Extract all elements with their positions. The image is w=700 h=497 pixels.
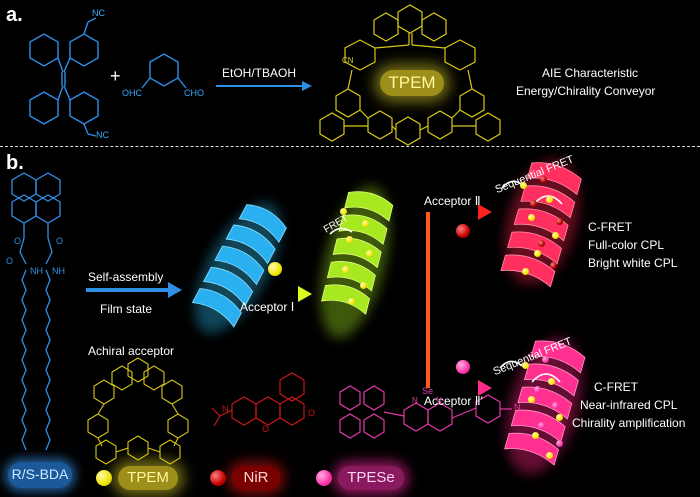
blue-helix [191,202,287,334]
pink-helix-pink-dot [538,422,545,429]
red-helix-yellow-dot [520,182,527,189]
tpem-macrocycle-structure [319,4,501,146]
green-helix-dot [360,282,367,289]
reaction-conditions: EtOH/TBAOH [222,66,297,80]
cho-label: CHO [184,88,204,98]
bda-o-label-right: O [56,236,64,246]
pink-helix-pink-dot [556,440,563,447]
top-bright-white-cpl-label: Bright white CPL [588,256,678,270]
green-helix-dot [342,266,349,273]
acceptor-1-arrow [238,286,312,302]
nir-structure [211,372,305,427]
tpese-n1-atom: N [412,396,418,405]
red-helix-yellow-dot [528,214,535,221]
pink-helix-yellow-dot [522,362,529,369]
tpese-structure [339,385,512,439]
red-helix-yellow-dot [534,250,541,257]
top-full-color-cpl-label: Full-color CPL [588,238,665,252]
green-helix-dot [340,208,347,215]
acceptor-1-label: Acceptor Ⅰ [240,300,295,314]
red-helix-red-dot [550,262,557,269]
green-helix-dot [346,236,353,243]
nir-n-atom: N [222,404,229,414]
pink-helix-yellow-dot [532,432,539,439]
film-state-label: Film state [100,302,153,316]
tpese-se-atom: Se [422,386,434,396]
acceptor-2-nir-dot [456,224,470,238]
red-helix-red-dot [538,240,545,247]
red-helix-yellow-dot [552,232,559,239]
bda-label-pill [8,462,72,488]
self-assembly-label: Self-assembly [88,270,164,284]
nc-group-bottom: NC [96,130,109,140]
green-helix-dot [366,250,373,257]
green-helix [320,185,394,339]
bda-o-label-left: O [14,236,22,246]
legend-nir-label: NiR [232,466,280,490]
bottom-chirality-amplification-label: Chirality amplification [572,416,686,430]
macrocycle-cn-label: CN [342,56,354,65]
red-helix-yellow-dot [522,268,529,275]
achiral-acceptor-label: Achiral acceptor [88,344,175,358]
legend-tpese-dot [316,470,332,486]
ohc-label: OHC [122,88,142,98]
plus-sign: + [110,66,121,86]
panel-b-label: b. [6,152,24,174]
bda-label: R/S-BDA [11,466,69,482]
pink-helix-pink-dot [552,402,559,409]
tpem-description-line1: AIE Characteristic [542,66,639,80]
pink-helix-pink-dot [542,356,549,363]
red-helix-yellow-dot [546,196,553,203]
red-helix-red-dot [530,200,537,207]
pink-helix-yellow-dot [528,396,535,403]
bda-nh-left: NH [30,266,43,276]
tpem-description-line2: Energy/Chirality Conveyor [516,84,656,98]
achiral-acceptor-tpem-structure [87,357,189,465]
pink-helix-yellow-dot [556,414,563,421]
self-assembly-arrow [86,282,182,298]
branch-arrows [374,204,492,396]
bottom-cfret-label: C-FRET [594,380,638,394]
red-helix-red-dot [556,218,563,225]
panel-a-label: a. [6,4,23,26]
tpese-n-terminal-atom: N [514,402,521,412]
reaction-arrow [216,81,312,91]
green-helix-dot [362,220,369,227]
panel-divider [0,146,700,147]
pink-helix-yellow-dot [548,378,555,385]
legend-tpem-label: TPEM [118,466,178,490]
acceptor-1-tpem-dot [268,262,282,276]
nir-ring-o-atom: O [262,424,270,434]
acceptor-2-prime-tpese-dot [456,360,470,374]
pyridine-dialdehyde-structure [141,53,187,89]
legend-nir-dot [210,470,226,486]
tpe-dinitrile-structure [29,17,99,137]
red-helix-red-dot [540,176,547,183]
bda-amide-o-label: O [6,256,14,266]
acceptor-2-prime-label: Acceptor Ⅱ' [424,394,483,408]
acceptor-2-label: Acceptor Ⅱ [424,194,481,208]
bda-structure [11,172,61,451]
nir-carbonyl-o-atom: O [308,408,316,418]
bda-nh-right: NH [52,266,65,276]
top-cfret-label: C-FRET [588,220,632,234]
nc-group-top: NC [92,8,105,18]
tpese-n2-atom: N [436,396,442,405]
pink-helix-pink-dot [534,386,541,393]
legend-tpem-dot [96,470,112,486]
tpem-product-label: TPEM [380,70,444,96]
legend-tpese-label: TPESe [338,466,404,490]
pink-helix-yellow-dot [546,452,553,459]
bottom-nir-cpl-label: Near-infrared CPL [580,398,678,412]
green-helix-dot [348,298,355,305]
